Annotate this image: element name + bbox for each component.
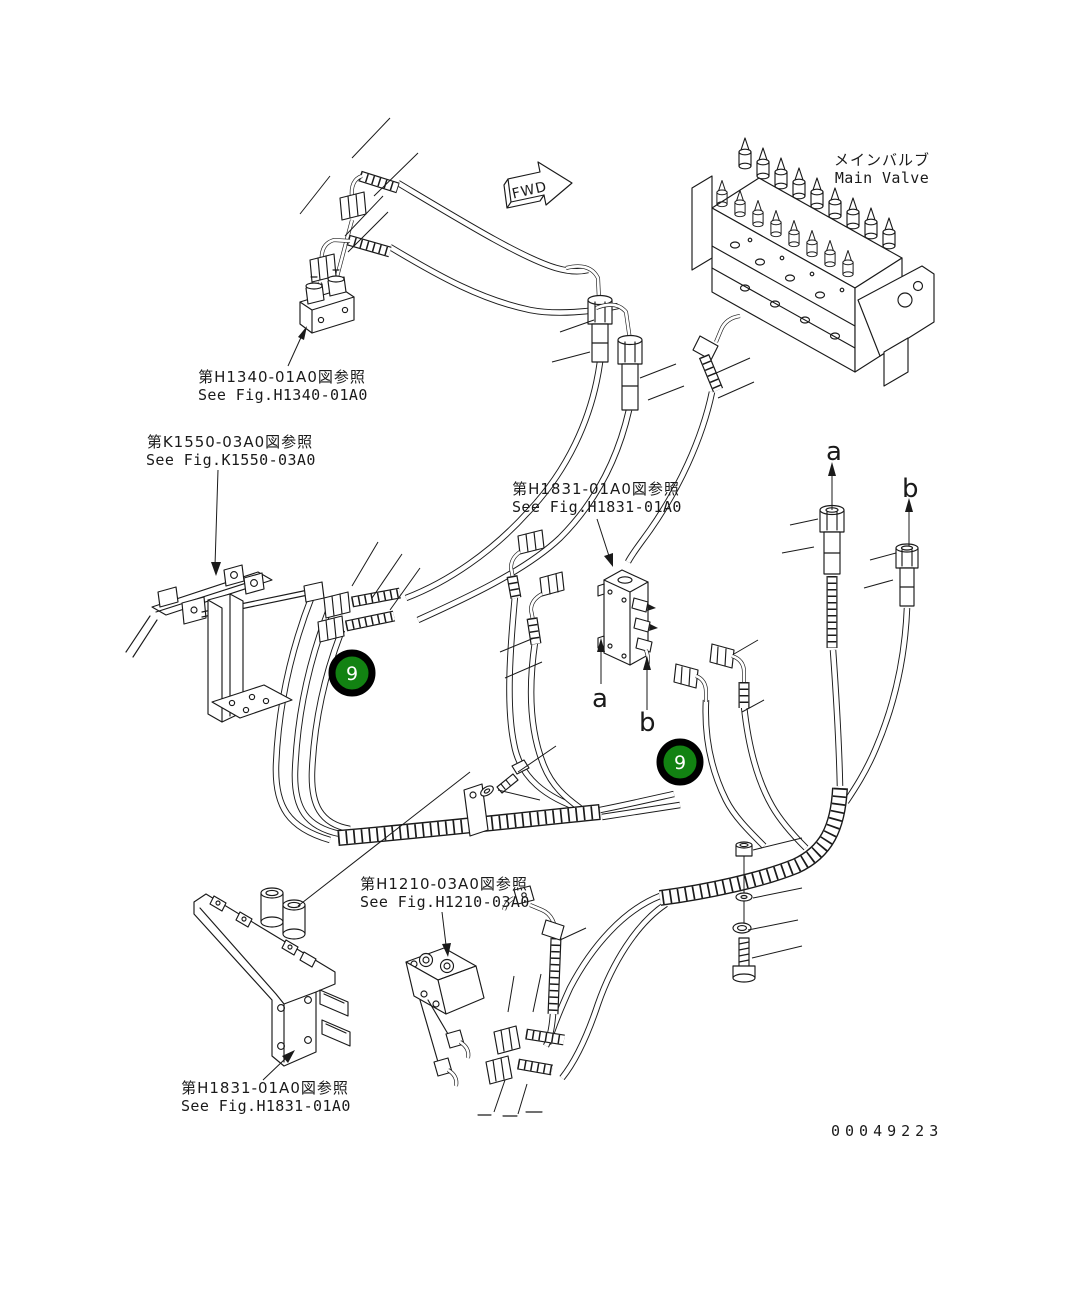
ref-h1831-btm-en: See Fig.H1831-01A0 [181,1096,351,1115]
ref-h1210-jp: 第H1210-03A0図参照 [360,875,528,893]
bolt-washer-stack [732,841,756,983]
main-valve [691,137,935,387]
ref-h1340-jp: 第H1340-01A0図参照 [198,368,366,386]
ref-k1550-jp: 第K1550-03A0図参照 [146,433,314,451]
callout-9-right[interactable]: 9 [656,738,704,786]
port-a-right-label: a [826,437,842,467]
h1340-valve-assembly [299,170,400,334]
hose-runs [272,180,911,1081]
main-valve-label-en: Main Valve [834,168,930,187]
callout-9-left[interactable]: 9 [328,649,376,697]
main-valve-label: メインバルブ Main Valve [826,151,938,187]
k1550-bracket-assembly [125,564,402,723]
h1831-mounting-plate [193,887,351,1067]
ref-k1550-label: 第K1550-03A0図参照 See Fig.K1550-03A0 [146,433,316,469]
ref-h1831-btm-label: 第H1831-01A0図参照 See Fig.H1831-01A0 [181,1079,351,1115]
h1210-block-assembly [405,885,565,1117]
ref-h1831-btm-jp: 第H1831-01A0図参照 [181,1079,349,1097]
ref-h1340-label: 第H1340-01A0図参照 See Fig.H1340-01A0 [198,368,368,404]
main-valve-outlet-fittings [565,264,741,411]
port-b-right-label: b [902,474,919,504]
fwd-direction-arrow: FWD [503,161,573,209]
reference-arrows [211,326,913,1081]
ref-h1210-label: 第H1210-03A0図参照 See Fig.H1210-03A0 [360,875,530,911]
drawing-number: 00049223 [831,1122,944,1140]
fwd-label: FWD [511,179,549,203]
ref-h1831-mid-label: 第H1831-01A0図参照 See Fig.H1831-01A0 [512,480,682,516]
callout-9-left-number: 9 [346,663,358,685]
ref-h1831-mid-en: See Fig.H1831-01A0 [512,497,682,516]
port-a-mid-label: a [592,684,608,714]
ref-h1210-en: See Fig.H1210-03A0 [360,892,530,911]
ref-h1831-mid-jp: 第H1831-01A0図参照 [512,480,680,498]
port-b-mid-label: b [639,708,656,738]
ref-k1550-en: See Fig.K1550-03A0 [146,450,316,469]
h1831-solenoid-block [506,529,750,708]
callout-9-right-number: 9 [674,752,686,774]
leader-lines [297,117,897,1115]
main-valve-label-jp: メインバルブ [833,151,930,169]
port-a-hose-end [819,504,845,648]
hose-clamp-and-bolt [463,759,530,837]
ref-h1340-en: See Fig.H1340-01A0 [198,385,368,404]
wrapped-hose-bundle-right [658,787,848,906]
port-b-hose-end [895,543,919,607]
